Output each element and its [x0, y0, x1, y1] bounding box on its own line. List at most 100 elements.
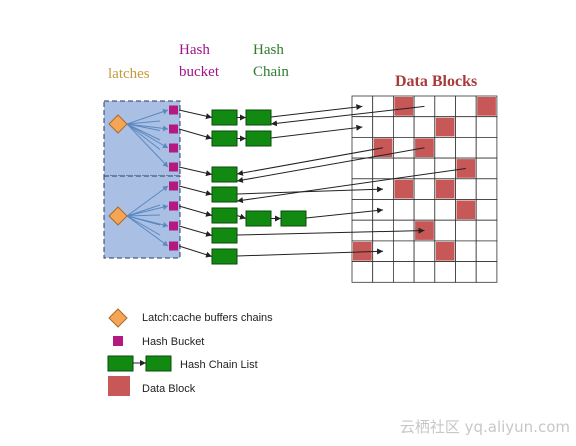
latch-diamond	[108, 114, 128, 134]
data-block-cell	[372, 219, 394, 242]
hash-chain-node	[211, 227, 238, 244]
data-block-cell	[455, 178, 477, 200]
data-block-cell	[434, 157, 456, 180]
data-block-cell	[351, 219, 374, 242]
latches-header: latches	[108, 66, 150, 82]
data-block-cell	[413, 261, 436, 283]
chain-to-block-arrow	[236, 227, 425, 236]
data-block-cell	[351, 116, 374, 138]
chain-to-block-arrow	[236, 248, 384, 257]
watermark: 云栖社区 yq.aliyun.com	[399, 418, 570, 436]
data-block-cell	[392, 136, 415, 159]
latch-to-bucket-arrow	[126, 185, 169, 217]
chain-link-arrow	[236, 213, 247, 220]
data-block-cell	[392, 261, 415, 283]
data-block	[435, 241, 455, 261]
legend-block-label: Data Block	[142, 383, 196, 395]
hash-bucket	[169, 124, 178, 134]
hash-chain-node	[211, 166, 238, 183]
hash-bucket	[169, 241, 178, 251]
hash-bucket	[169, 162, 178, 172]
data-block-cell	[455, 116, 477, 138]
data-block-cell	[351, 261, 374, 283]
data-block-cell	[434, 261, 456, 283]
data-block-cell	[392, 116, 415, 138]
latch-diamond	[108, 206, 128, 226]
data-block-cell	[392, 240, 415, 262]
data-block	[415, 221, 434, 240]
data-block	[373, 138, 393, 158]
data-block-cell	[475, 219, 498, 242]
chain-to-block-arrow	[305, 207, 384, 219]
hash-chain-node	[245, 210, 272, 227]
data-block-cell	[392, 199, 415, 221]
data-block-cell	[434, 219, 456, 242]
hash-chain-node	[245, 109, 272, 126]
data-block-cell	[413, 199, 436, 221]
bucket-to-chain-arrow	[178, 109, 213, 120]
chain-to-block-arrow	[236, 167, 466, 204]
hash-chain-header-line2: Chain	[253, 64, 289, 80]
hash-bucket-header-line2: bucket	[179, 64, 219, 80]
latch-region	[103, 100, 181, 177]
data-block-cell	[455, 261, 477, 283]
data-block-cell	[434, 95, 456, 118]
data-block-cell	[413, 240, 436, 262]
legend-latch-symbol	[108, 308, 128, 328]
chain-to-block-arrow	[270, 104, 363, 118]
data-block-cell	[351, 136, 374, 159]
data-block	[435, 179, 455, 199]
latch-to-bucket-arrow	[126, 108, 169, 125]
bucket-to-chain-arrow	[178, 225, 213, 237]
chain-to-block-arrow	[270, 124, 363, 139]
data-block	[435, 117, 455, 137]
data-block-cell	[475, 136, 498, 159]
hash-bucket	[169, 143, 178, 153]
hash-chain-node	[280, 210, 307, 227]
data-block-cell	[372, 157, 394, 180]
data-block-cell	[413, 116, 436, 138]
hash-chain-node	[245, 130, 272, 147]
data-block-cell	[372, 116, 394, 138]
legend-latch-label: Latch:cache buffers chains	[142, 312, 273, 324]
hash-bucket	[169, 221, 178, 231]
hash-chain-header-line1: Hash	[253, 42, 284, 58]
data-block-cell	[372, 95, 394, 118]
data-block-cell	[413, 178, 436, 200]
data-block-cell	[475, 261, 498, 283]
hash-chain-node	[211, 248, 238, 265]
bucket-to-chain-arrow	[178, 166, 213, 177]
chain-to-block-arrow	[236, 186, 384, 195]
data-block	[477, 97, 496, 116]
legend-bucket-label: Hash Bucket	[142, 336, 205, 348]
data-block-cell	[475, 199, 498, 221]
data-block	[353, 241, 372, 261]
hash-chain-node	[211, 109, 238, 126]
data-block-cell	[455, 136, 477, 159]
hash-bucket	[169, 201, 178, 211]
data-block	[394, 97, 414, 116]
latch-fan-line	[126, 123, 161, 150]
latch-fan-line	[126, 215, 161, 236]
data-block-cell	[392, 157, 415, 180]
data-block-cell	[434, 136, 456, 159]
legend-block-symbol	[108, 376, 130, 396]
data-block-cell	[372, 261, 394, 283]
data-block-cell	[351, 157, 374, 180]
latch-to-bucket-arrow	[126, 123, 169, 132]
hash-bucket-header-line1: Hash	[179, 42, 210, 58]
legend-bucket-symbol	[113, 336, 123, 346]
bucket-to-chain-arrow	[178, 185, 213, 196]
data-block-cell	[475, 240, 498, 262]
data-block	[456, 200, 476, 220]
latch-fan-line	[126, 123, 161, 141]
latch-to-bucket-arrow	[126, 204, 169, 217]
latch-fan-line	[126, 214, 161, 217]
chain-to-block-arrow	[270, 105, 425, 127]
latch-to-bucket-arrow	[126, 123, 169, 168]
data-blocks-header: Data Blocks	[395, 73, 478, 90]
hash-bucket	[169, 181, 178, 191]
chain-to-block-arrow	[236, 147, 425, 183]
